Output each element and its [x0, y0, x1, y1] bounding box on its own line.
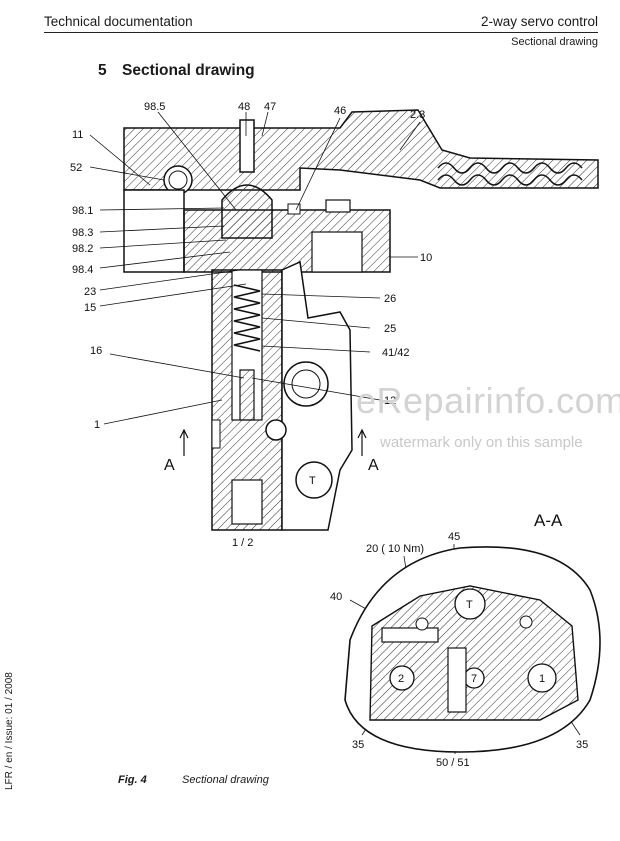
label-16: 16 — [90, 345, 102, 357]
watermark-site: eRepairinfo.com — [356, 380, 620, 421]
label-t-section: T — [466, 599, 473, 611]
lever-assembly — [123, 109, 599, 195]
header-rule — [44, 32, 598, 33]
label-52: 52 — [70, 162, 82, 174]
label-10: 10 — [420, 252, 432, 264]
label-20-torque: 20 ( 10 Nm) — [366, 543, 424, 555]
label-40: 40 — [330, 591, 342, 603]
label-25: 25 — [384, 323, 396, 335]
label-41-42: 41/42 — [382, 347, 410, 359]
watermark-note: watermark only on this sample — [380, 434, 583, 451]
section-markers — [179, 428, 367, 456]
label-98-3: 98.3 — [72, 227, 93, 239]
label-port-7: 7 — [471, 673, 477, 685]
label-section-aa: A-A — [534, 511, 563, 530]
label-port-2: 2 — [398, 673, 404, 685]
label-98-5: 98.5 — [144, 101, 165, 113]
document-reference: LFR / en / Issue: 01 / 2008 — [4, 672, 15, 790]
plunger-assembly — [211, 119, 283, 531]
label-port-1: 1 — [539, 673, 545, 685]
label-12: 12 — [384, 395, 396, 407]
label-48: 48 — [238, 101, 250, 113]
label-a-right: A — [368, 457, 379, 474]
label-98-1: 98.1 — [72, 205, 93, 217]
label-46: 46 — [334, 105, 346, 117]
label-47: 47 — [264, 101, 276, 113]
figure-caption-text: Sectional drawing — [182, 774, 269, 786]
header-left-title: Technical documentation — [44, 14, 193, 29]
figure-labels: 98.5 48 47 46 2.3 11 52 98.1 98.3 98.2 9… — [70, 101, 588, 769]
header-subtitle: Sectional drawing — [511, 36, 598, 48]
label-26: 26 — [384, 293, 396, 305]
label-1: 1 — [94, 419, 100, 431]
figure-number: Fig. 4 — [118, 774, 147, 786]
section-number: 5 — [98, 62, 107, 79]
label-35-right: 35 — [576, 739, 588, 751]
label-t-main: T — [309, 475, 316, 487]
figure-caption: Fig. 4 Sectional drawing — [118, 774, 269, 786]
section-aa-view — [344, 546, 601, 753]
section-heading: 5 Sectional drawing — [98, 62, 255, 80]
header-right-title: 2-way servo control — [480, 14, 598, 29]
lower-body — [211, 260, 353, 531]
label-45: 45 — [448, 531, 460, 543]
label-35-left: 35 — [352, 739, 364, 751]
label-98-4: 98.4 — [72, 264, 93, 276]
label-50-51: 50 / 51 — [436, 757, 470, 769]
label-2-3: 2.3 — [410, 109, 425, 121]
label-15: 15 — [84, 302, 96, 314]
label-11: 11 — [72, 129, 83, 141]
label-a-left: A — [164, 457, 175, 474]
label-1-2: 1 / 2 — [232, 537, 253, 549]
label-98-2: 98.2 — [72, 243, 93, 255]
label-23: 23 — [84, 286, 96, 298]
section-title: Sectional drawing — [122, 62, 255, 79]
